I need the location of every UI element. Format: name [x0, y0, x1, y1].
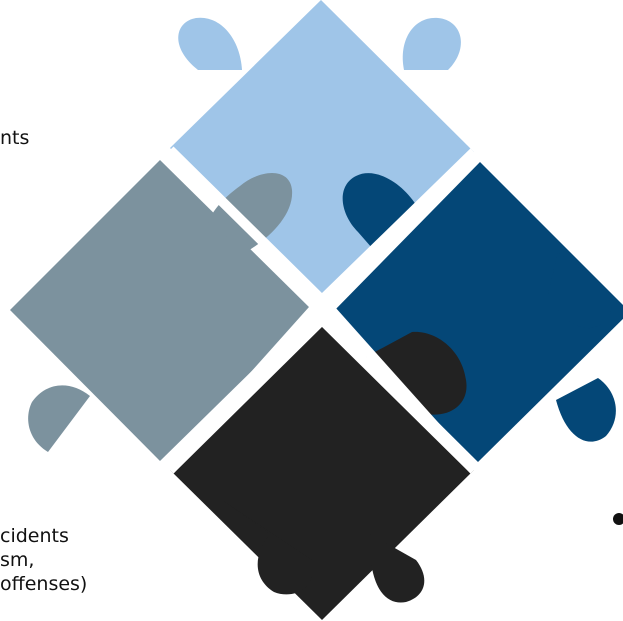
bullet-dot	[613, 513, 623, 525]
text-line-2: sm,	[0, 549, 35, 571]
text-line-1: cidents	[0, 525, 69, 547]
text-fragment-top-left: nts	[0, 127, 30, 149]
piece-separators	[166, 146, 478, 474]
text-line-3: offenses)	[0, 573, 88, 595]
text-fragment-bottom-left: cidents sm, offenses)	[0, 524, 87, 596]
